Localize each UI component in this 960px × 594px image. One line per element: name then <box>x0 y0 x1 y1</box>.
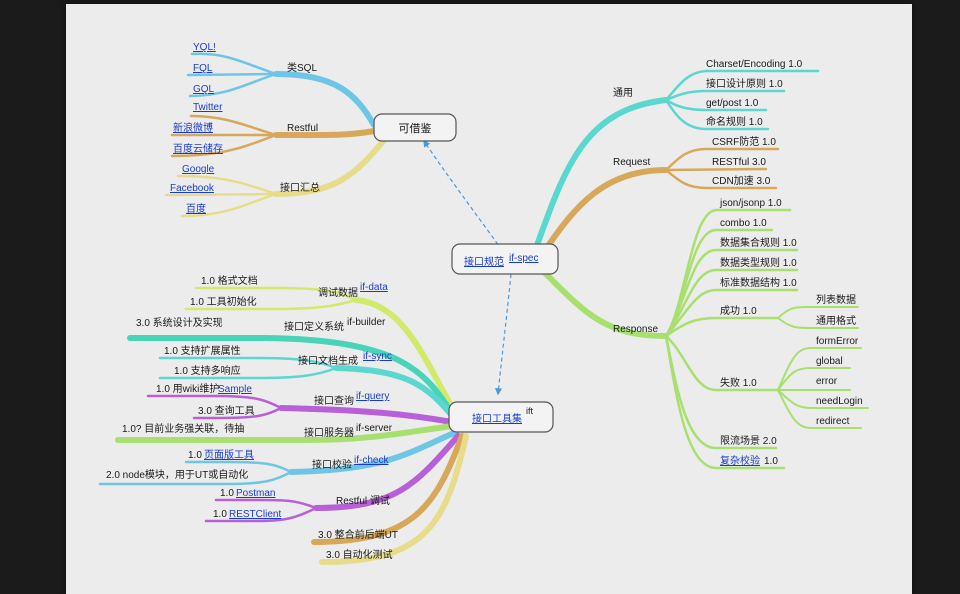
tool-builder-tag: if-builder <box>347 317 386 328</box>
tool-server-tag: if-server <box>356 423 393 434</box>
link-gql[interactable]: GQL <box>193 84 215 95</box>
request-item: CSRF防范 1.0 <box>712 135 776 148</box>
kejie-label: 可借鉴 <box>399 122 432 135</box>
tool-server-label: 接口服务器 <box>304 426 354 439</box>
tools-labels: 调试数据 if-data 1.0 格式文档 1.0 工具初始化 接口定义系统 i… <box>106 274 398 561</box>
tool-data-item: 1.0 工具初始化 <box>190 295 257 308</box>
tool-check-link[interactable]: if-check <box>354 455 389 466</box>
tool-data-item: 1.0 格式文档 <box>201 274 258 287</box>
arrow-to-kejie <box>423 139 503 251</box>
link-google[interactable]: Google <box>182 164 215 175</box>
request-item: RESTful 3.0 <box>712 157 766 168</box>
link-weibo[interactable]: 新浪微博 <box>173 121 213 134</box>
tool-query-item: 3.0 查询工具 <box>198 404 255 417</box>
general-item: Charset/Encoding 1.0 <box>706 59 803 70</box>
mindmap-svg: 可借鉴 接口规范 if-spec 接口工具集 ift 类SQL YQL! FQL… <box>98 42 869 565</box>
link-baiduyun[interactable]: 百度云储存 <box>173 142 223 155</box>
tool-sync-label: 接口文档生成 <box>298 354 358 367</box>
response-item: 数据类型规则 1.0 <box>720 256 797 269</box>
general-item: 接口设计原则 1.0 <box>706 77 783 90</box>
failure-item: error <box>816 376 838 387</box>
link-yql[interactable]: YQL! <box>193 42 216 53</box>
group-response-label: Response <box>613 324 658 335</box>
tool-ut-item: 3.0 整合前后端UT <box>318 528 398 541</box>
general-item: get/post 1.0 <box>706 98 759 109</box>
tool-data-link[interactable]: if-data <box>360 282 388 293</box>
center-tag-link[interactable]: if-spec <box>509 253 538 264</box>
failure-label: 失败 1.0 <box>720 376 757 389</box>
tool-query-label: 接口查询 <box>314 394 354 407</box>
tool-restclient-link[interactable]: RESTClient <box>229 509 281 520</box>
success-item: 列表数据 <box>816 293 856 306</box>
request-item: CDN加速 3.0 <box>712 175 771 187</box>
tool-query-sample-link[interactable]: Sample <box>218 384 252 395</box>
response-item: json/jsonp 1.0 <box>719 198 782 209</box>
tool-check-page-tool-link[interactable]: 页面版工具 <box>204 448 254 461</box>
response-item: 数据集合规则 1.0 <box>720 236 797 249</box>
group-summary-label: 接口汇总 <box>280 181 320 194</box>
node-center[interactable]: 接口规范 if-spec <box>451 243 559 275</box>
failure-item: redirect <box>816 416 850 427</box>
tool-query-link[interactable]: if-query <box>356 391 389 402</box>
response-item: 标准数据结构 1.0 <box>720 276 797 289</box>
tool-sync-item: 1.0 支持多响应 <box>174 364 241 377</box>
failure-item: formError <box>816 336 859 347</box>
tool-check-label: 接口校验 <box>312 458 352 471</box>
group-sql-label: 类SQL <box>287 61 317 74</box>
link-fql[interactable]: FQL <box>193 63 213 74</box>
tool-query-item: 1.0 用wiki维护 <box>156 382 219 395</box>
rate-limit-item: 限流场景 2.0 <box>720 434 777 447</box>
branches-kejie <box>164 52 387 218</box>
tool-sync-item: 1.0 支持扩展属性 <box>164 344 241 357</box>
tool-restful-item: 1.0 <box>220 488 234 499</box>
ift-sup: ift <box>526 406 534 416</box>
tool-check-item: 1.0 <box>188 450 202 461</box>
tool-sync-link[interactable]: if-sync <box>363 351 392 362</box>
arrow-to-ift <box>494 273 512 396</box>
success-item: 通用格式 <box>816 314 856 327</box>
response-item: combo 1.0 <box>720 218 767 229</box>
tool-postman-link[interactable]: Postman <box>236 488 275 499</box>
branches-spec <box>533 69 869 470</box>
mindmap-canvas: 可借鉴 接口规范 if-spec 接口工具集 ift 类SQL YQL! FQL… <box>66 4 912 594</box>
complex-validation-version: 1.0 <box>764 456 778 467</box>
link-twitter[interactable]: Twitter <box>193 102 223 113</box>
complex-validation-link[interactable]: 复杂校验 <box>720 454 760 467</box>
tool-data-label: 调试数据 <box>318 286 358 299</box>
link-facebook[interactable]: Facebook <box>170 183 215 194</box>
tool-restful-label: Restful 调试 <box>336 494 390 507</box>
failure-item: needLogin <box>816 396 863 407</box>
ift-link[interactable]: 接口工具集 <box>472 412 522 425</box>
kejie-labels: 类SQL YQL! FQL GQL Restful Twitter 新浪微博 百… <box>170 42 320 215</box>
success-label: 成功 1.0 <box>720 305 757 317</box>
spec-labels: 通用 Charset/Encoding 1.0 接口设计原则 1.0 get/p… <box>613 59 863 467</box>
node-kejie[interactable]: 可借鉴 <box>373 113 457 142</box>
tool-server-item: 1.0? 目前业务强关联，待抽 <box>122 422 244 435</box>
branches-ift <box>98 286 469 565</box>
tool-builder-item: 3.0 系统设计及实现 <box>136 316 223 329</box>
general-item: 命名规则 1.0 <box>706 115 763 128</box>
tool-auto-item: 3.0 自动化测试 <box>326 548 393 561</box>
node-ift[interactable]: 接口工具集 ift <box>448 401 554 433</box>
group-request-label: Request <box>613 157 650 168</box>
group-restful-label: Restful <box>287 123 318 134</box>
tool-check-item: 2.0 node模块，用于UT或自动化 <box>106 468 248 481</box>
link-baidu[interactable]: 百度 <box>186 202 206 215</box>
failure-item: global <box>816 356 843 367</box>
group-general-label: 通用 <box>613 87 633 99</box>
tool-builder-label: 接口定义系统 <box>284 320 344 333</box>
tool-restful-item: 1.0 <box>213 509 227 520</box>
center-link[interactable]: 接口规范 <box>464 255 504 268</box>
